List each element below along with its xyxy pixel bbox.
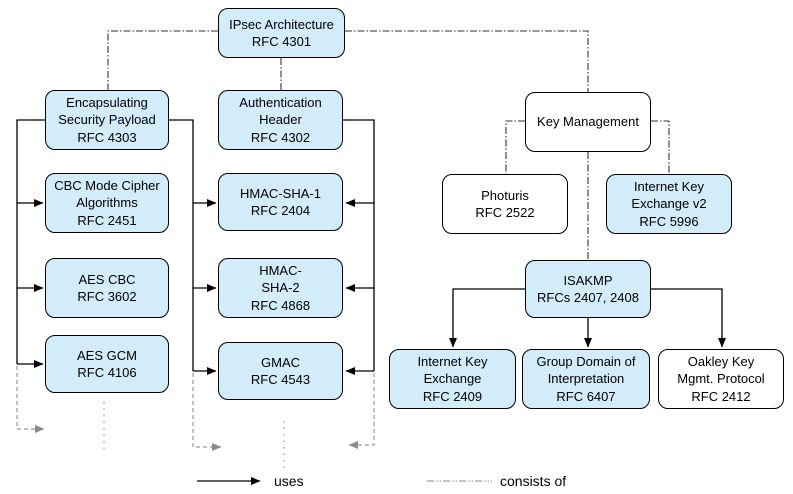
edge-isakmp-ike: [449, 288, 525, 348]
edge-ipsec-esp: [107, 30, 218, 90]
legend-consists-of-label: consists of: [500, 473, 567, 489]
node-ipsec-architecture: IPsec Architecture RFC 4301: [218, 8, 345, 58]
node-aes-cbc: AES CBC RFC 3602: [45, 258, 169, 318]
node-hmac-sha-1: HMAC-SHA-1 RFC 2404: [218, 173, 343, 231]
legend-uses-label: uses: [274, 473, 304, 489]
node-internet-key-exchange: Internet Key Exchange RFC 2409: [389, 349, 516, 409]
edge-continuation-left: [16, 366, 45, 433]
node-photuris: Photuris RFC 2522: [442, 174, 568, 234]
node-internet-key-exchange-v2: Internet Key Exchange v2 RFC 5996: [606, 174, 732, 234]
node-group-domain-of-interpretation: Group Domain of Interpretation RFC 6407: [522, 349, 650, 409]
edge-km-ikev2: [651, 120, 670, 174]
node-gmac: GMAC RFC 4543: [218, 342, 343, 400]
node-encapsulating-security-payload: Encapsulating Security Payload RFC 4303: [45, 90, 169, 150]
node-authentication-header: Authentication Header RFC 4302: [218, 90, 343, 150]
node-aes-gcm: AES GCM RFC 4106: [45, 335, 169, 393]
node-key-management: Key Management: [525, 92, 651, 152]
node-oakley-key-mgmt-protocol: Oakley Key Mgmt. Protocol RFC 2412: [658, 349, 784, 409]
trunk-esp-left: [16, 119, 45, 364]
node-hmac-sha-2: HMAC- SHA-2 RFC 4868: [218, 258, 343, 318]
edge-isakmp-oakley: [651, 288, 726, 348]
trunk-ah-right: [343, 119, 375, 371]
node-isakmp: ISAKMP RFCs 2407, 2408: [525, 260, 651, 318]
edge-km-photuris: [505, 120, 525, 174]
edge-continuation-middle: [192, 373, 222, 451]
edge-ipsec-key-management: [345, 30, 589, 92]
edge-continuation-right: [348, 373, 375, 449]
trunk-esp-right: [169, 119, 194, 371]
node-cbc-mode-cipher-algorithms: CBC Mode Cipher Algorithms RFC 2451: [45, 173, 169, 233]
